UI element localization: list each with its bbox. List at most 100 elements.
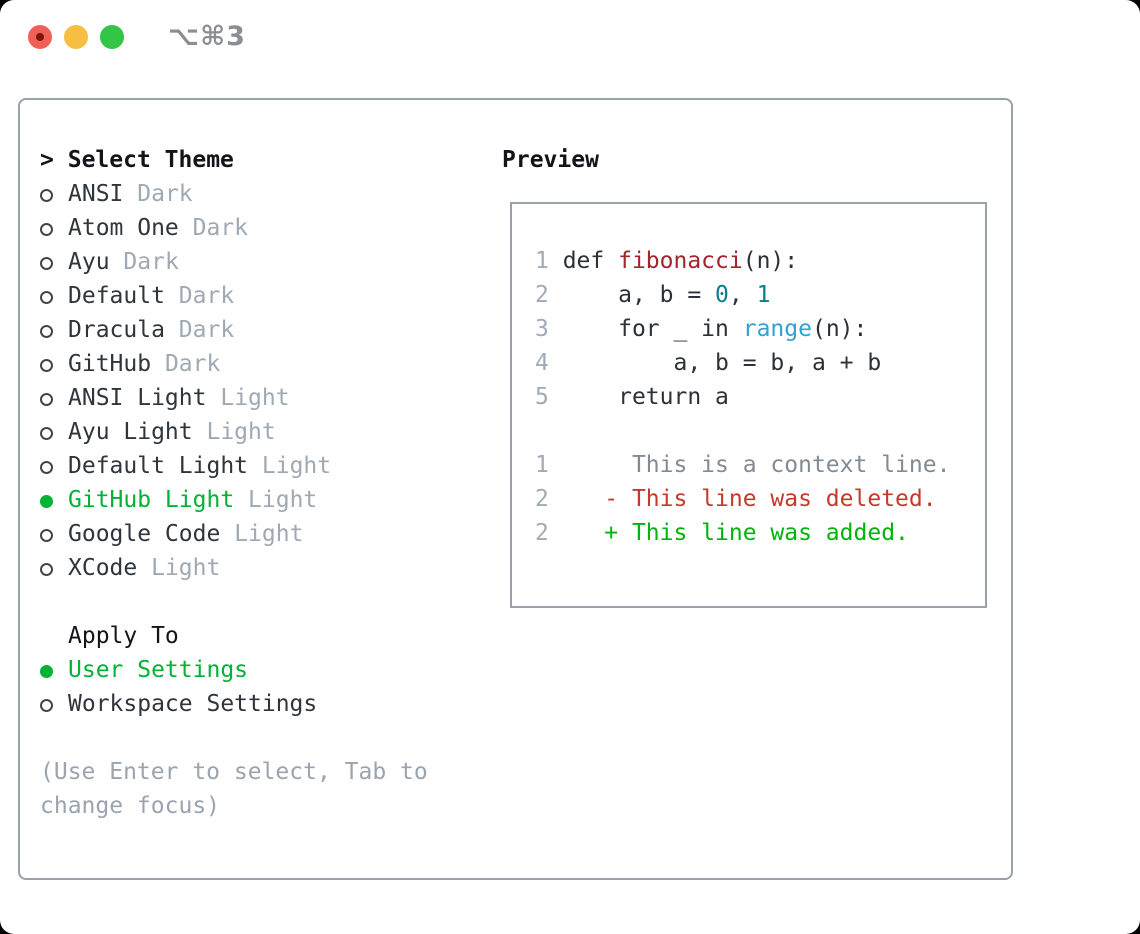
code-segment-fg: (n): bbox=[811, 316, 868, 342]
code-segment-added: + This line was added. bbox=[562, 520, 909, 546]
apply-to-header: Apply To bbox=[68, 623, 179, 649]
window-title: ⌥⌘3 bbox=[168, 21, 246, 52]
theme-option-github[interactable]: GitHub Dark bbox=[40, 347, 428, 381]
line-number: 2 bbox=[535, 486, 549, 512]
theme-option-default[interactable]: Default Dark bbox=[40, 279, 428, 313]
radio-icon bbox=[40, 291, 53, 304]
code-segment-num: 1 bbox=[756, 282, 771, 308]
theme-variant-tag: Light bbox=[261, 453, 332, 479]
code-segment-deleted: - This line was deleted. bbox=[562, 486, 937, 512]
theme-variant-tag: Dark bbox=[164, 351, 221, 377]
preview-header: Preview bbox=[502, 147, 599, 173]
code-segment-fg: return a bbox=[562, 384, 729, 410]
theme-option-github-light[interactable]: GitHub Light Light bbox=[40, 483, 428, 517]
code-line: 4 a, b = b, a + b bbox=[535, 346, 985, 380]
theme-option-google-code[interactable]: Google Code Light bbox=[40, 517, 428, 551]
radio-icon bbox=[40, 427, 53, 440]
radio-icon bbox=[40, 223, 53, 236]
theme-option-ansi[interactable]: ANSI Dark bbox=[40, 177, 428, 211]
radio-icon bbox=[40, 257, 53, 270]
radio-selected-icon bbox=[40, 495, 53, 508]
theme-variant-tag: Light bbox=[220, 385, 290, 411]
code-segment-func: fibonacci bbox=[618, 248, 743, 274]
apply-option-label: Workspace Settings bbox=[68, 691, 318, 717]
theme-option-label: Default bbox=[68, 283, 165, 309]
radio-selected-icon bbox=[40, 665, 53, 678]
theme-option-default-light[interactable]: Default Light Light bbox=[40, 449, 428, 483]
code-segment-fg: a, b = b, a + b bbox=[562, 350, 882, 376]
code-segment-fg: def bbox=[562, 248, 619, 274]
radio-icon bbox=[40, 325, 53, 338]
help-text: (Use Enter to select, Tab to change focus… bbox=[40, 755, 428, 823]
titlebar: ⌥⌘3 bbox=[0, 0, 1140, 74]
theme-option-ansi-light[interactable]: ANSI Light Light bbox=[40, 381, 428, 415]
theme-variant-tag: Light bbox=[248, 487, 318, 513]
radio-icon bbox=[40, 461, 53, 474]
code-segment-fg: (n): bbox=[742, 248, 799, 274]
close-button[interactable] bbox=[28, 25, 52, 49]
radio-icon bbox=[40, 699, 53, 712]
line-number: 1 bbox=[535, 452, 549, 478]
theme-option-label: Dracula bbox=[68, 317, 165, 343]
theme-option-label: GitHub Light bbox=[68, 487, 235, 513]
radio-icon bbox=[40, 393, 53, 406]
theme-variant-tag: Dark bbox=[192, 215, 249, 241]
select-theme-header: > Select Theme bbox=[40, 143, 428, 177]
theme-option-label: XCode bbox=[68, 555, 138, 581]
code-segment-builtin: range bbox=[742, 316, 812, 342]
apply-option-user-settings[interactable]: User Settings bbox=[40, 653, 428, 687]
theme-option-label: Ayu bbox=[68, 249, 110, 275]
code-line: 5 return a bbox=[535, 380, 985, 414]
theme-variant-tag: Dark bbox=[123, 249, 179, 275]
help-line: (Use Enter to select, Tab to bbox=[40, 759, 428, 785]
help-line: change focus) bbox=[40, 793, 221, 819]
theme-option-atom-one[interactable]: Atom One Dark bbox=[40, 211, 428, 245]
minimize-button[interactable] bbox=[64, 25, 88, 49]
zoom-button[interactable] bbox=[100, 25, 124, 49]
radio-icon bbox=[40, 189, 53, 202]
radio-icon bbox=[40, 359, 53, 372]
theme-option-label: GitHub bbox=[68, 351, 152, 377]
code-line bbox=[535, 414, 985, 448]
theme-option-ayu[interactable]: Ayu Dark bbox=[40, 245, 428, 279]
select-theme-label: Select Theme bbox=[67, 147, 234, 173]
spacer bbox=[40, 585, 428, 619]
code-segment-num: 0 bbox=[715, 282, 729, 308]
theme-option-xcode[interactable]: XCode Light bbox=[40, 551, 428, 585]
theme-option-label: Default Light bbox=[68, 453, 249, 479]
theme-variant-tag: Light bbox=[151, 555, 221, 581]
theme-variant-tag: Light bbox=[234, 521, 304, 547]
theme-option-label: Google Code bbox=[68, 521, 221, 547]
spacer bbox=[40, 721, 428, 755]
theme-option-ayu-light[interactable]: Ayu Light Light bbox=[40, 415, 428, 449]
line-number: 4 bbox=[535, 350, 549, 376]
theme-option-dracula[interactable]: Dracula Dark bbox=[40, 313, 428, 347]
radio-icon bbox=[40, 529, 53, 542]
theme-variant-tag: Light bbox=[206, 419, 276, 445]
theme-option-label: ANSI bbox=[68, 181, 124, 207]
code-line: 1 def fibonacci(n): bbox=[535, 244, 985, 278]
radio-icon bbox=[40, 563, 53, 576]
theme-option-label: Atom One bbox=[68, 215, 179, 241]
code-line: 2 + This line was added. bbox=[535, 516, 985, 550]
theme-variant-tag: Dark bbox=[137, 181, 193, 207]
theme-option-label: Ayu Light bbox=[68, 419, 193, 445]
theme-variant-tag: Dark bbox=[178, 317, 235, 343]
line-number: 2 bbox=[535, 282, 549, 308]
line-number: 1 bbox=[535, 248, 549, 274]
close-dot-icon bbox=[36, 33, 44, 41]
focus-caret-icon: > bbox=[40, 147, 54, 173]
code-segment-context: This is a context line. bbox=[562, 452, 951, 478]
apply-option-workspace-settings[interactable]: Workspace Settings bbox=[40, 687, 428, 721]
line-number: 5 bbox=[535, 384, 549, 410]
theme-option-label: ANSI Light bbox=[68, 385, 207, 411]
code-segment-fg: for _ in bbox=[562, 316, 743, 342]
code-line: 1 This is a context line. bbox=[535, 448, 985, 482]
line-number: 2 bbox=[535, 520, 549, 546]
